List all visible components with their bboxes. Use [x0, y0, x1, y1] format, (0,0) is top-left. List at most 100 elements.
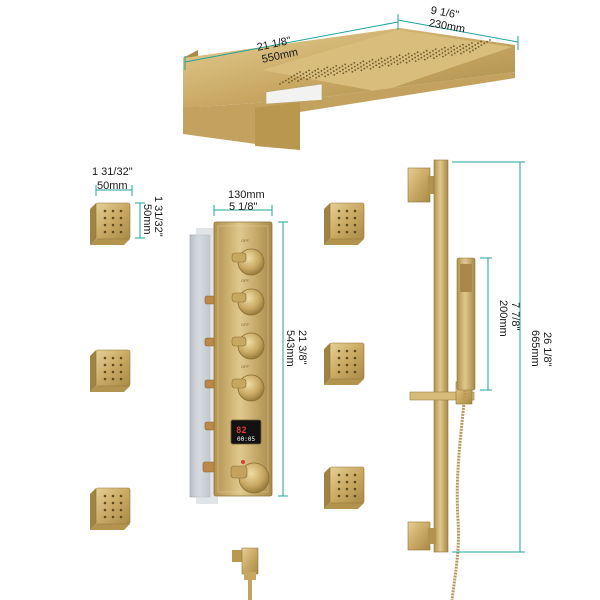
nozzle-hole	[392, 57, 395, 60]
nozzle-hole	[312, 75, 314, 77]
nozzle-hole	[327, 73, 329, 76]
nozzle-hole	[323, 71, 326, 74]
nozzle-hole	[287, 78, 290, 80]
nozzle-hole	[282, 81, 284, 84]
jet-nozzle	[337, 473, 341, 477]
jet-nozzle	[353, 356, 357, 360]
jet-nozzle	[345, 356, 349, 360]
jet-nozzle	[345, 363, 349, 367]
nozzle-hole	[314, 69, 317, 72]
nozzle-hole	[459, 49, 462, 51]
nozzle-hole	[351, 70, 354, 73]
nozzle-hole	[366, 66, 368, 68]
nozzle-hole	[329, 68, 332, 71]
jet-nozzle	[103, 508, 107, 512]
nozzle-hole	[414, 56, 417, 59]
nozzle-hole	[299, 71, 301, 73]
nozzle-hole	[368, 60, 371, 63]
nozzle-hole	[336, 72, 338, 74]
nozzle-hole	[342, 68, 344, 71]
nozzle-hole	[460, 52, 462, 55]
nozzle-hole	[423, 58, 426, 61]
rain-depth-mm-label: 230mm	[428, 17, 466, 35]
nozzle-hole	[369, 64, 371, 66]
nozzle-hole	[438, 53, 441, 56]
jet-nozzle	[353, 473, 357, 477]
nozzle-hole	[480, 44, 483, 46]
nozzle-hole	[472, 49, 474, 52]
nozzle-hole	[459, 45, 461, 48]
handshower-mm-label: 200mm	[497, 300, 509, 337]
jet-nozzle	[337, 209, 341, 213]
jet-dimension-lines	[95, 185, 145, 239]
nozzle-hole	[293, 78, 296, 80]
handshower-in-label: 7 7/8"	[509, 302, 521, 330]
jet-nozzle	[119, 209, 123, 213]
jet-nozzle	[111, 494, 115, 498]
nozzle-hole	[438, 50, 440, 52]
jet-nozzle	[345, 487, 349, 491]
nozzle-hole	[407, 52, 410, 55]
jet-nozzle	[103, 494, 107, 498]
nozzle-hole	[357, 67, 359, 70]
nozzle-hole	[420, 53, 422, 55]
nozzle-hole	[348, 69, 350, 71]
jet-nozzle	[103, 363, 107, 367]
jet-nozzle	[345, 480, 349, 484]
nozzle-hole	[305, 74, 308, 77]
nozzle-hole	[333, 74, 336, 76]
slidebar-dimension-lines	[452, 161, 525, 553]
nozzle-hole	[297, 80, 299, 82]
nozzle-hole	[468, 43, 470, 46]
nozzle-hole	[452, 45, 455, 47]
body-jet-3	[90, 487, 131, 530]
nozzle-hole	[435, 55, 438, 58]
jet-nozzle	[111, 515, 115, 519]
nozzle-hole	[296, 76, 299, 79]
nozzle-hole	[426, 53, 428, 56]
nozzle-hole	[477, 42, 479, 45]
body-jet-1	[90, 202, 131, 245]
jet-nozzle	[353, 370, 357, 374]
nozzle-hole	[353, 65, 356, 68]
jet-nozzle	[337, 363, 341, 367]
jet-nozzle	[119, 216, 123, 220]
rain-depth-in-label: 9 1/6"	[430, 5, 460, 22]
nozzle-hole	[453, 52, 456, 55]
jet-nozzle	[353, 349, 357, 353]
jet-nozzle	[111, 209, 115, 213]
nozzle-hole	[284, 79, 287, 82]
nozzle-hole	[359, 62, 362, 64]
diverter-knob-3: OFF	[231, 322, 265, 360]
rain-nozzle-grid	[279, 39, 491, 85]
nozzle-hole	[435, 51, 438, 54]
nozzle-hole	[405, 61, 408, 64]
display-temperature: 82	[236, 426, 247, 436]
jet-nozzle	[119, 363, 123, 367]
nozzle-hole	[308, 73, 311, 75]
diverter-knob-4: OFF	[231, 364, 265, 402]
jet-nozzle	[111, 223, 115, 227]
jet-nozzle	[353, 209, 357, 213]
nozzle-hole	[317, 68, 319, 70]
nozzle-hole	[451, 54, 453, 56]
jet-nozzle	[103, 209, 107, 213]
jet-nozzle	[353, 494, 357, 498]
rain-dimension-lines	[184, 14, 519, 70]
nozzle-hole	[314, 73, 317, 76]
jet-nozzle	[337, 487, 341, 491]
nozzle-hole	[381, 61, 383, 63]
nozzle-hole	[432, 50, 434, 52]
nozzle-hole	[444, 50, 447, 53]
nozzle-hole	[393, 61, 396, 64]
nozzle-hole	[326, 70, 329, 72]
nozzle-hole	[381, 64, 384, 67]
jet-nozzle	[345, 494, 349, 498]
jet-nozzle	[119, 356, 123, 360]
nozzle-hole	[474, 44, 477, 46]
jet-nozzle	[337, 349, 341, 353]
nozzle-hole	[390, 59, 392, 62]
nozzle-hole	[288, 81, 290, 84]
jet-nozzle	[337, 216, 341, 220]
